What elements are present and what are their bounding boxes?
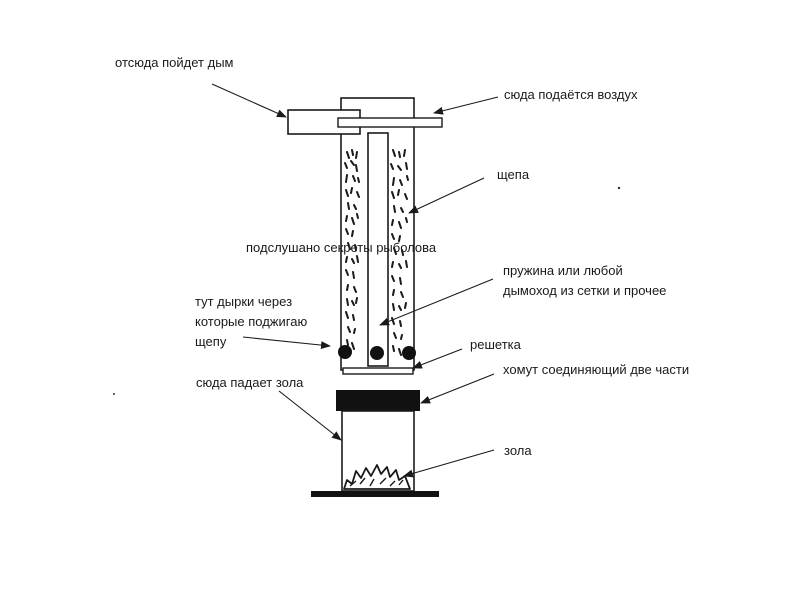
label-holes: тут дырки через которые поджигаю щепу bbox=[195, 292, 307, 352]
air-inlet-pipe bbox=[337, 117, 443, 128]
arrow-clamp bbox=[420, 373, 495, 404]
label-ash-falls: сюда падает зола bbox=[196, 375, 304, 390]
arrow-holes bbox=[242, 336, 331, 350]
label-ash: зола bbox=[504, 443, 532, 458]
ash-pile bbox=[343, 464, 411, 490]
label-holes-line1: тут дырки через bbox=[195, 294, 293, 309]
label-grate: решетка bbox=[470, 337, 521, 352]
arrow-spring bbox=[379, 278, 494, 326]
arrow-chips bbox=[408, 177, 485, 214]
wood-chips-right bbox=[390, 149, 409, 356]
arrow-ash bbox=[403, 449, 495, 478]
label-watermark: подслушано секреты рыболова bbox=[246, 240, 437, 255]
ignition-hole-right bbox=[402, 346, 416, 360]
central-mesh-chimney bbox=[367, 132, 389, 367]
ignition-hole-center bbox=[370, 346, 384, 360]
label-chips: щепа bbox=[497, 167, 530, 182]
label-holes-line3: щепу bbox=[195, 334, 227, 350]
arrow-grate bbox=[412, 348, 463, 369]
grate bbox=[342, 367, 414, 375]
base-plate bbox=[311, 491, 439, 497]
label-spring-line1: пружина или любой bbox=[503, 263, 623, 278]
label-spring-line2: дымоход из сетки и прочее bbox=[503, 283, 667, 299]
label-smoke-out: отсюда пойдет дым bbox=[115, 55, 234, 70]
ignition-hole-left bbox=[338, 345, 352, 359]
arrow-air-in bbox=[433, 96, 499, 115]
connecting-clamp bbox=[336, 390, 420, 411]
label-air-in: сюда подаётся воздух bbox=[504, 87, 638, 102]
wood-chips-left bbox=[344, 149, 360, 350]
label-spring: пружина или любой дымоход из сетки и про… bbox=[503, 261, 666, 301]
ash-texture bbox=[349, 477, 404, 487]
stray-dot bbox=[617, 186, 621, 190]
label-holes-line2: которые поджигаю bbox=[195, 314, 308, 330]
label-clamp: хомут соединяющий две части bbox=[503, 362, 690, 377]
stray-dot bbox=[113, 393, 115, 395]
arrow-smoke-out bbox=[211, 83, 287, 118]
arrow-ash-falls bbox=[278, 390, 342, 441]
